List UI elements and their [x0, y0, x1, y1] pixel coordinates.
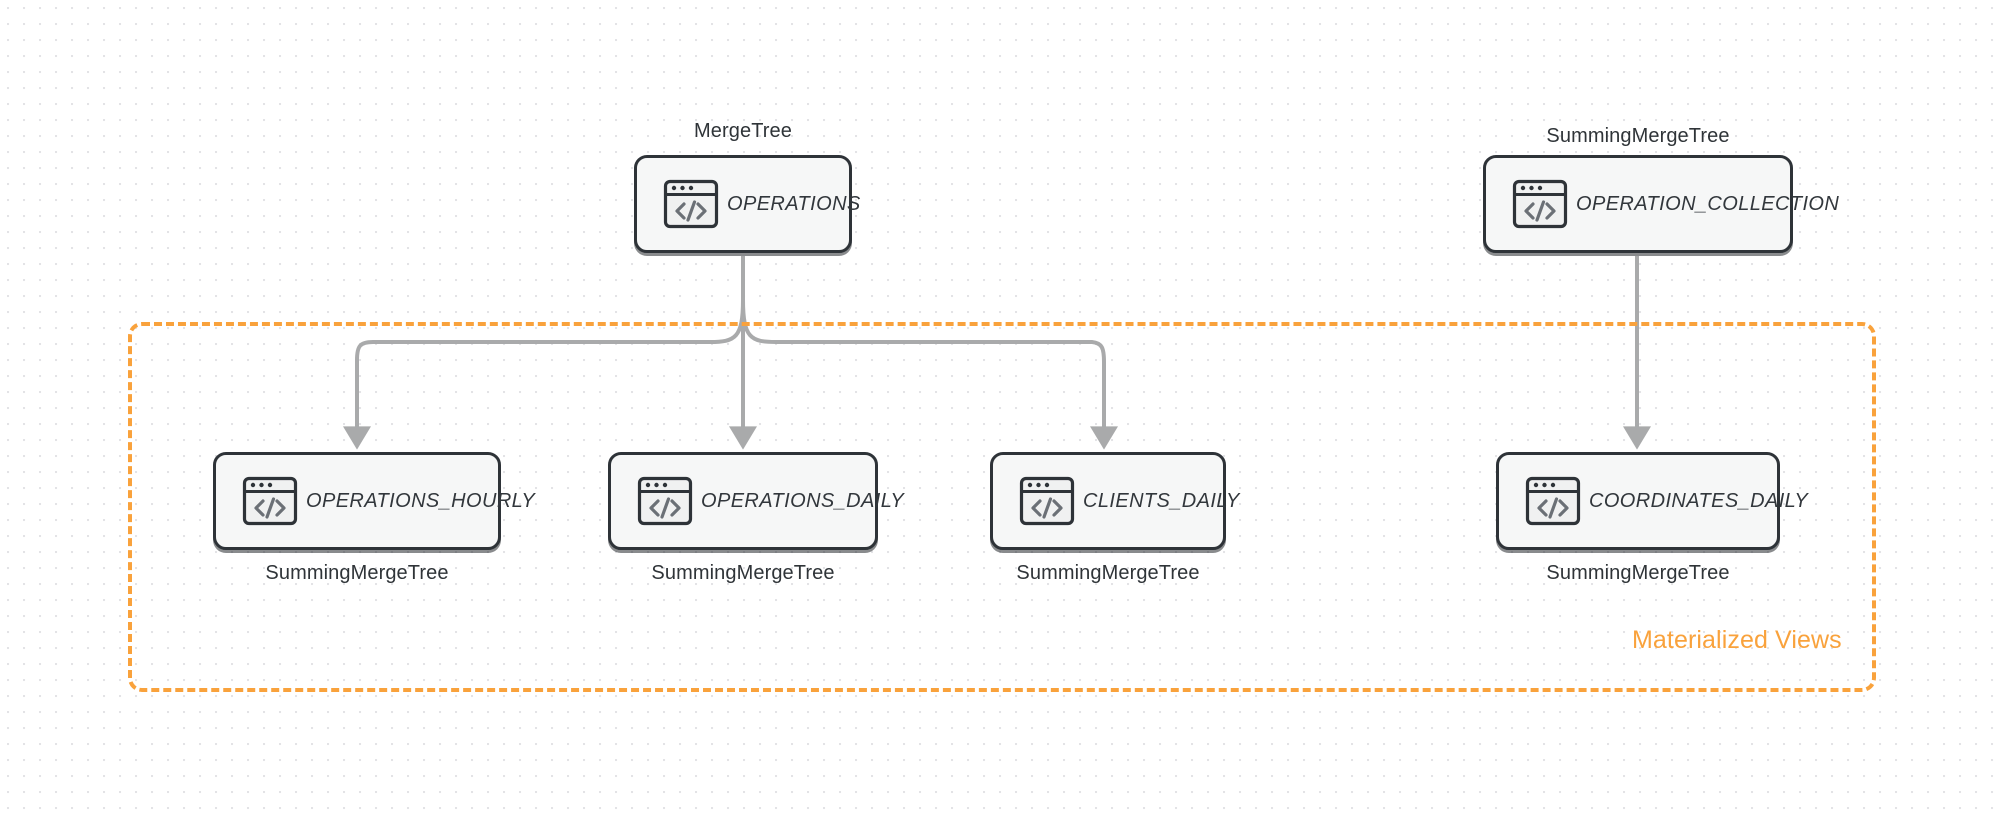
- code-window-icon: [1525, 476, 1581, 526]
- node-operation-collection[interactable]: OPERATION_COLLECTION: [1483, 155, 1839, 253]
- engine-caption-operations: MergeTree: [694, 120, 792, 142]
- node-label-coordinates-daily: COORDINATES_DAILY: [1589, 489, 1809, 512]
- code-window-icon: [242, 476, 298, 526]
- node-label-operations-hourly: OPERATIONS_HOURLY: [306, 489, 536, 512]
- node-coordinates-daily[interactable]: COORDINATES_DAILY: [1496, 452, 1808, 550]
- node-operations[interactable]: OPERATIONS: [634, 155, 860, 253]
- node-label-operations-daily: OPERATIONS_DAILY: [701, 489, 905, 512]
- engine-caption-operations-hourly: SummingMergeTree: [265, 562, 449, 584]
- engine-caption-coordinates-daily: SummingMergeTree: [1546, 562, 1730, 584]
- node-clients-daily[interactable]: CLIENTS_DAILY: [990, 452, 1239, 550]
- materialized-views-group: [128, 322, 1876, 692]
- node-operations-hourly[interactable]: OPERATIONS_HOURLY: [213, 452, 535, 550]
- engine-caption-clients-daily: SummingMergeTree: [1016, 562, 1200, 584]
- node-operations-daily[interactable]: OPERATIONS_DAILY: [608, 452, 904, 550]
- node-label-clients-daily: CLIENTS_DAILY: [1083, 489, 1240, 512]
- node-label-operations: OPERATIONS: [727, 192, 861, 215]
- node-label-operation-collection: OPERATION_COLLECTION: [1576, 192, 1840, 215]
- engine-caption-operation-collection: SummingMergeTree: [1546, 125, 1730, 147]
- code-window-icon: [1019, 476, 1075, 526]
- code-window-icon: [1512, 179, 1568, 229]
- materialized-views-group-label: Materialized Views: [1632, 626, 1842, 654]
- code-window-icon: [663, 179, 719, 229]
- code-window-icon: [637, 476, 693, 526]
- engine-caption-operations-daily: SummingMergeTree: [651, 562, 835, 584]
